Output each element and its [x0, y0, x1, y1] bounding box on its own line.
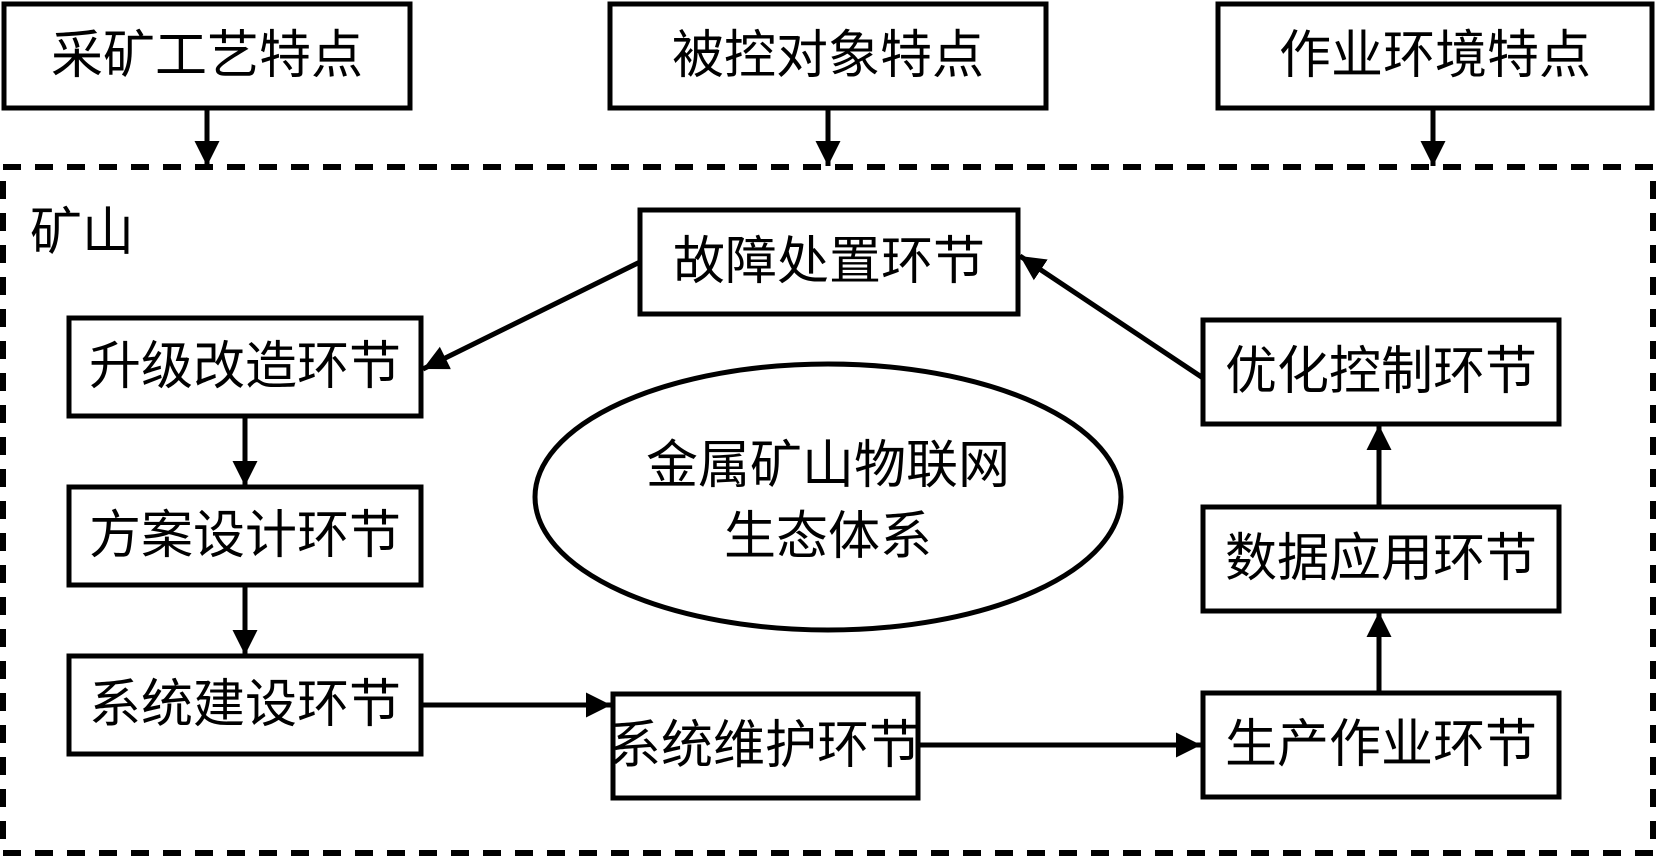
- factor-work-environment[interactable]: 作业环境特点: [1215, 1, 1655, 111]
- center-title-line2: 生态体系: [724, 507, 932, 567]
- stage-scheme-design[interactable]: 方案设计环节: [66, 484, 424, 588]
- stage-label: 优化控制环节: [1225, 342, 1537, 402]
- stage-label: 升级改造环节: [89, 337, 401, 397]
- region-label: 矿山: [30, 203, 134, 263]
- center-title-line1: 金属矿山物联网: [646, 436, 1010, 496]
- edge-fault-handling-to-upgrade: [421, 259, 642, 372]
- stage-label: 系统维护环节: [609, 716, 921, 776]
- stage-label: 故障处置环节: [673, 232, 985, 292]
- factor-mining-process[interactable]: 采矿工艺特点: [1, 1, 413, 111]
- factor-controlled-object[interactable]: 被控对象特点: [607, 1, 1049, 111]
- stage-data-application[interactable]: 数据应用环节: [1200, 504, 1562, 614]
- stage-label: 数据应用环节: [1225, 529, 1537, 589]
- factor-label: 作业环境特点: [1279, 26, 1591, 86]
- factor-label: 采矿工艺特点: [51, 26, 363, 86]
- mine-region-boundary: [0, 164, 1656, 856]
- factor-label: 被控对象特点: [672, 26, 984, 86]
- stage-upgrade[interactable]: 升级改造环节: [66, 315, 424, 419]
- stage-fault-handling[interactable]: 故障处置环节: [637, 207, 1021, 317]
- center-ecosystem: 金属矿山物联网 生态体系: [532, 361, 1124, 633]
- stage-system-construction[interactable]: 系统建设环节: [66, 653, 424, 757]
- stage-label: 系统建设环节: [89, 675, 401, 735]
- stage-label: 方案设计环节: [89, 506, 401, 566]
- stage-system-maintenance[interactable]: 系统维护环节: [609, 691, 921, 801]
- stage-label: 生产作业环节: [1225, 715, 1537, 775]
- stage-production-operation[interactable]: 生产作业环节: [1200, 690, 1562, 800]
- stage-optimization-control[interactable]: 优化控制环节: [1200, 317, 1562, 427]
- center-ellipse: [532, 361, 1124, 633]
- edge-optimization-control-to-fault-handling: [1018, 253, 1205, 381]
